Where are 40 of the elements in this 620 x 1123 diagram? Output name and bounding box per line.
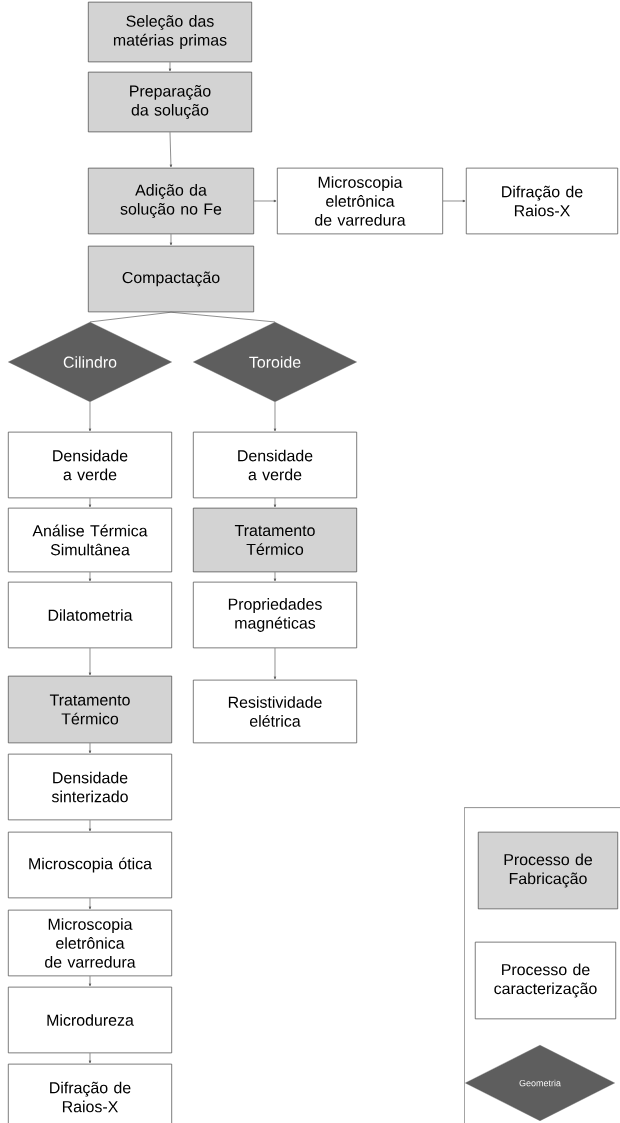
process-box: Seleção das matérias primas	[87, 1, 253, 63]
process-box: Difração de Raios-X	[465, 167, 619, 235]
process-box: Resistividade elétrica	[192, 679, 358, 744]
arrow	[88, 819, 92, 832]
arrow	[253, 199, 277, 203]
arrow	[442, 199, 466, 203]
arrow	[273, 497, 277, 508]
legend-panel	[464, 807, 620, 1123]
arrow	[88, 1052, 92, 1064]
process-box: Análise Térmica Simultânea	[7, 507, 173, 573]
process-box: Densidade sinterizado	[7, 753, 173, 821]
process-box: Preparação da solução	[87, 71, 253, 133]
process-box: Microdureza	[7, 986, 173, 1054]
arrow	[169, 233, 173, 246]
process-box: Processo de caracterização	[474, 941, 617, 1020]
process-box: Difração de Raios-X	[7, 1063, 173, 1123]
process-box: Processo de Fabricação	[477, 831, 619, 910]
arrow	[168, 61, 172, 72]
arrow	[88, 497, 92, 508]
arrow	[273, 647, 277, 680]
arrow	[88, 742, 92, 754]
process-box: Tratamento Térmico	[7, 675, 173, 744]
arrow	[169, 131, 173, 168]
arrow	[88, 401, 92, 432]
arrow	[88, 571, 92, 582]
arrow	[88, 647, 92, 676]
process-box: Microscopia eletrônica de varredura	[7, 909, 173, 977]
arrow	[273, 571, 277, 582]
process-box: Densidade a verde	[7, 431, 173, 499]
process-box: Microscopia eletrônica de varredura	[276, 167, 444, 235]
process-box: Densidade a verde	[192, 431, 358, 499]
process-box: Microscopia ótica	[7, 831, 173, 899]
process-box: Tratamento Térmico	[192, 507, 358, 573]
process-box: Compactação	[87, 245, 255, 313]
arrow	[88, 897, 92, 910]
arrow	[88, 975, 92, 987]
process-box: Adição da solução no Fe	[87, 167, 255, 235]
process-box: Propriedades magnéticas	[192, 581, 358, 649]
process-box: Dilatometria	[7, 581, 173, 649]
arrow	[273, 401, 277, 432]
